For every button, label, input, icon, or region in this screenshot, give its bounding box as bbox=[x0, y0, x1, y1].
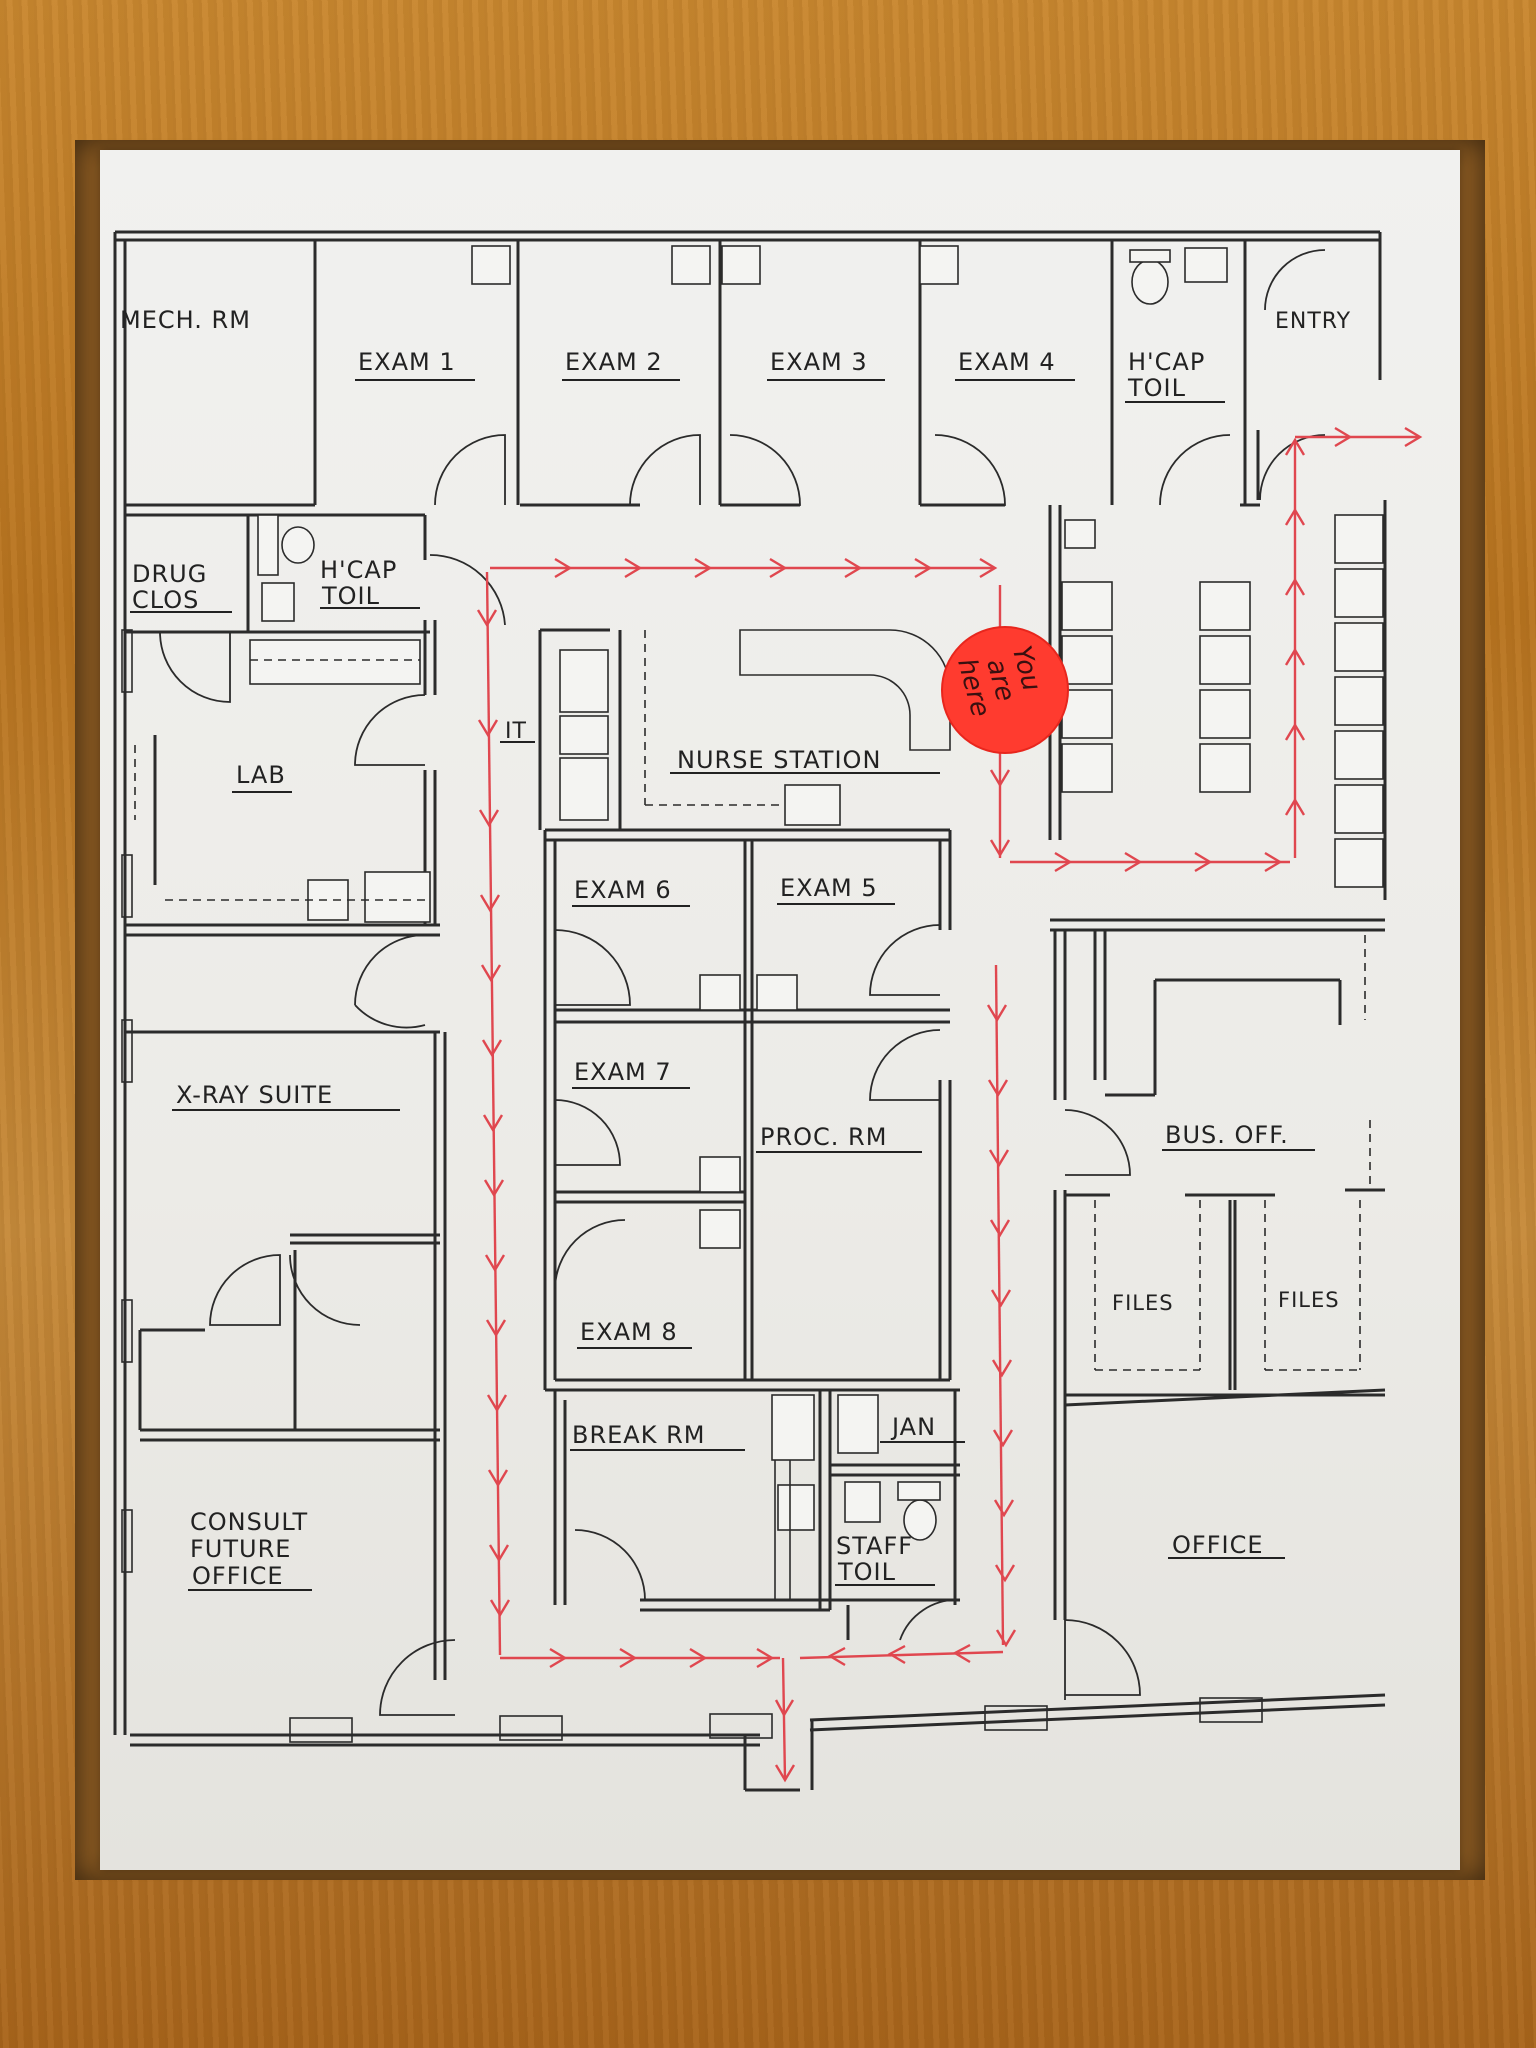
label-consult-1: CONSULT bbox=[190, 1508, 308, 1536]
label-jan: JAN bbox=[890, 1413, 936, 1441]
label-lab: LAB bbox=[236, 761, 286, 789]
label-hcap-toil-left-1: H'CAP bbox=[320, 556, 397, 584]
label-hcap-toil-left-2: TOIL bbox=[321, 582, 380, 610]
outer-walls bbox=[113, 230, 1387, 1747]
label-exam8: EXAM 8 bbox=[580, 1318, 678, 1346]
label-break-rm: BREAK RM bbox=[572, 1421, 705, 1449]
label-proc-rm: PROC. RM bbox=[760, 1123, 887, 1151]
exam-block bbox=[543, 828, 960, 1392]
label-consult-2: FUTURE bbox=[190, 1535, 291, 1563]
room-labels: MECH. RM EXAM 1 EXAM 2 EXAM 3 EXAM 4 H'C… bbox=[120, 306, 1351, 1591]
left-doors bbox=[159, 554, 506, 1716]
top-doors bbox=[434, 249, 1382, 506]
label-xray-suite: X-RAY SUITE bbox=[176, 1081, 333, 1109]
nurse-station bbox=[538, 628, 951, 830]
label-nurse-station: NURSE STATION bbox=[677, 746, 881, 774]
main-exit bbox=[743, 1720, 814, 1792]
label-staff-toil-2: TOIL bbox=[837, 1558, 896, 1586]
label-drug-clos-1: DRUG bbox=[132, 560, 207, 588]
exam-block-doors bbox=[554, 924, 941, 1291]
bottom-center-rooms bbox=[553, 1390, 961, 1641]
label-files-left: FILES bbox=[1112, 1291, 1174, 1315]
waiting-chairs bbox=[1061, 514, 1384, 888]
exam-block-sinks bbox=[699, 974, 798, 1249]
label-exam7: EXAM 7 bbox=[574, 1058, 672, 1086]
label-exam2: EXAM 2 bbox=[565, 348, 663, 376]
exam-sinks-top bbox=[471, 245, 1228, 305]
windows bbox=[121, 629, 1263, 1743]
label-exam3: EXAM 3 bbox=[770, 348, 868, 376]
right-doors bbox=[1064, 1109, 1141, 1700]
label-consult-3: OFFICE bbox=[192, 1562, 284, 1590]
label-office: OFFICE bbox=[1172, 1531, 1264, 1559]
label-exam1: EXAM 1 bbox=[358, 348, 456, 376]
label-entry: ENTRY bbox=[1275, 309, 1351, 334]
label-mech-rm: MECH. RM bbox=[120, 306, 251, 334]
label-exam5: EXAM 5 bbox=[780, 874, 878, 902]
label-it: IT bbox=[505, 719, 527, 744]
label-files-right: FILES bbox=[1278, 1288, 1340, 1312]
label-hcap-toil-top-2: TOIL bbox=[1127, 374, 1186, 402]
label-staff-toil-1: STAFF bbox=[836, 1532, 913, 1560]
label-exam4: EXAM 4 bbox=[958, 348, 1056, 376]
you-are-here-sticker: You are here bbox=[941, 626, 1069, 754]
label-hcap-toil-top-1: H'CAP bbox=[1128, 348, 1205, 376]
label-exam6: EXAM 6 bbox=[574, 876, 672, 904]
label-bus-off: BUS. OFF. bbox=[1165, 1121, 1289, 1149]
left-walls bbox=[125, 515, 447, 1680]
left-fixtures bbox=[134, 514, 431, 923]
label-drug-clos-2: CLOS bbox=[132, 586, 199, 614]
